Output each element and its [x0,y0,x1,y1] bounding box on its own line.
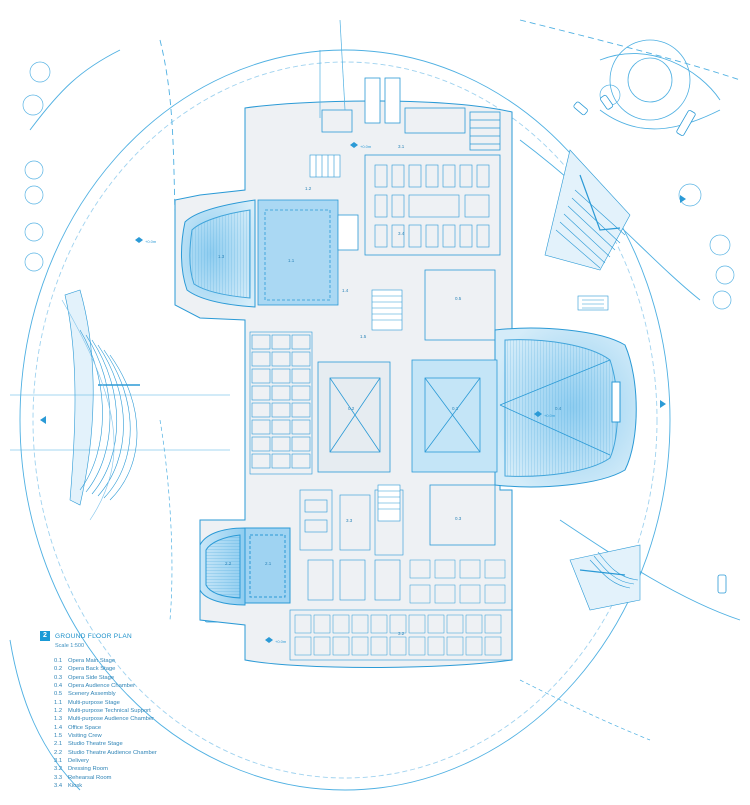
legend-label: Opera Main Stage [68,658,116,664]
legend-item: 0.1 Opera Main Stage [54,657,300,665]
legend-header: 2 GROUND FLOOR PLAN [40,630,300,642]
legend-item: 0.4 Opera Audience Chamber [54,682,300,690]
south-rooms [289,489,513,661]
plan-number-badge: 2 [40,631,50,641]
legend-label: Office Space [68,724,102,731]
legend-label: Dressing Room [68,766,108,773]
legend-code: 3.4 [54,783,63,790]
legend-item: 1.3 Multi-purpose Audience Chamber [54,715,300,723]
roundabout [599,39,721,130]
room-label-kiosk: 3.4 [398,231,405,236]
multipurpose-stage [257,199,359,306]
legend-item: 3.2 Dressing Room [54,765,300,773]
legend-label: Multi-purpose Audience Chamber [68,716,155,723]
room-label-opera-side-stage: 0.3 [455,516,462,521]
legend-item: 1.1 Multi-purpose Stage [54,699,300,707]
legend-label: Scenery Assembly [68,691,116,698]
room-label-mp-audience: 1.3 [218,254,225,259]
legend-code: 1.2 [54,708,63,715]
legend-code: 0.4 [54,683,63,690]
level-mark-west: +0.0m [145,239,157,244]
legend-code: 3.1 [54,758,63,765]
room-label-mp-stage: 1.1 [288,258,295,263]
dressing-rooms-west [249,331,313,475]
legend-code: 3.2 [54,766,63,773]
plan-title: GROUND FLOOR PLAN [55,632,132,640]
multipurpose-audience-chamber [180,199,256,308]
room-label-studio-audience: 2.2 [225,561,232,566]
legend-label: Delivery [68,758,89,765]
legend-item: 3.3 Rehearsal Room [54,774,300,782]
plan-scale: Scale 1:500 [55,643,85,649]
side-stage-scenery [424,269,496,546]
legend-code: 1.5 [54,733,63,740]
legend-item: 3.1 Delivery [54,757,300,765]
level-markers [40,142,686,643]
legend-item: 2.2 Studio Theatre Audience Chamber [54,749,300,757]
room-label-opera-audience: 0.4 [555,406,562,411]
room-label-studio-stage: 2.1 [265,561,272,566]
legend-code: 3.3 [54,774,63,781]
delivery-bays [321,77,501,256]
legend-label: Multi-purpose Stage [68,699,120,706]
room-label-opera-back-stage: 0.2 [348,406,355,411]
legend-code: 0.1 [54,658,63,664]
legend-code: 1.1 [54,699,63,706]
legend-code: 1.3 [54,716,63,723]
room-label-rehearsal: 3.3 [346,518,353,523]
west-amphitheatre [10,289,230,521]
legend-code: 2.2 [54,749,63,756]
legend-code: 0.2 [54,666,63,673]
site-lines [159,19,651,741]
south-east-amphitheatre [569,544,641,611]
level-mark-north: +0.0m [360,144,372,149]
legend-label: Opera Audience Chamber [68,683,136,690]
legend-item: 0.2 Opera Back Stage [54,665,300,673]
level-mark-south: +0.0m [275,639,287,644]
opera-audience-chamber [494,327,637,488]
legend-label: Opera Back Stage [68,666,116,673]
legend-item: 1.5 Visiting Crew [54,732,300,740]
trees [22,61,735,310]
legend-label: Opera Side Stage [68,674,115,681]
legend-label: Multi-purpose Technical Support [68,708,151,715]
legend-code: 0.3 [54,674,63,681]
opera-stages [317,359,498,473]
legend-label: Rehearsal Room [68,774,112,781]
studio-theatre [199,527,291,606]
legend-item: 0.3 Opera Side Stage [54,674,300,682]
room-label-delivery: 3.1 [398,144,405,149]
north-east-amphitheatre [544,149,631,311]
legend-item: 2.1 Studio Theatre Stage [54,740,300,748]
stair-cores [309,154,403,522]
level-mark-east: +0.0m [544,413,556,418]
room-label-dressing: 3.2 [398,631,405,636]
legend-item: 3.4 Kiosk [54,782,300,790]
room-label-crew: 1.5 [360,334,367,339]
room-label-scenery: 0.5 [455,296,462,301]
legend-label: Studio Theatre Stage [68,741,123,748]
site-boundary [9,19,741,791]
legend-code: 0.5 [54,691,63,698]
legend-item: 0.5 Scenery Assembly [54,690,300,698]
legend-label: Studio Theatre Audience Chamber [68,749,157,756]
legend-code: 1.4 [54,724,63,731]
legend-item: 1.2 Multi-purpose Technical Support [54,707,300,715]
room-label-opera-main-stage: 0.1 [452,406,459,411]
legend-label: Kiosk [68,783,83,790]
legend-code: 2.1 [54,741,63,748]
legend-item: 1.4 Office Space [54,724,300,732]
room-label-office: 1.4 [342,288,349,293]
legend-label: Visiting Crew [68,733,102,740]
room-label-mp-tech: 1.2 [305,186,312,191]
